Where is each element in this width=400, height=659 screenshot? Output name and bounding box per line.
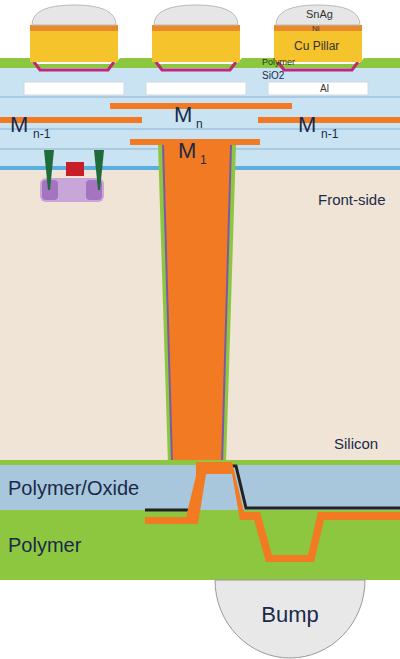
layer-label: n-1 [321, 128, 338, 140]
layer-label: n-1 [33, 128, 50, 140]
layer-label: Al [320, 84, 329, 94]
layer-label: Silicon [334, 436, 378, 451]
bump-label: Bump [261, 602, 318, 628]
layer-label: M [10, 114, 28, 136]
layer-label: Polymer [262, 58, 295, 67]
layer-label: 1 [200, 154, 207, 166]
layer-label: Polymer [8, 535, 81, 555]
layer-label: Ni [312, 25, 320, 33]
layer-label: Polymer/Oxide [8, 478, 139, 498]
layer-label: SnAg [306, 9, 333, 20]
layer-label: SiO2 [262, 71, 284, 81]
layer-label: M [174, 104, 192, 126]
solder-bump: Bump [225, 590, 355, 640]
layer-label: M [178, 140, 196, 162]
layer-label: n [196, 118, 203, 130]
layer-label: M [298, 114, 316, 136]
layer-label: Cu Pillar [294, 40, 339, 52]
layer-label: Front-side [318, 192, 386, 207]
